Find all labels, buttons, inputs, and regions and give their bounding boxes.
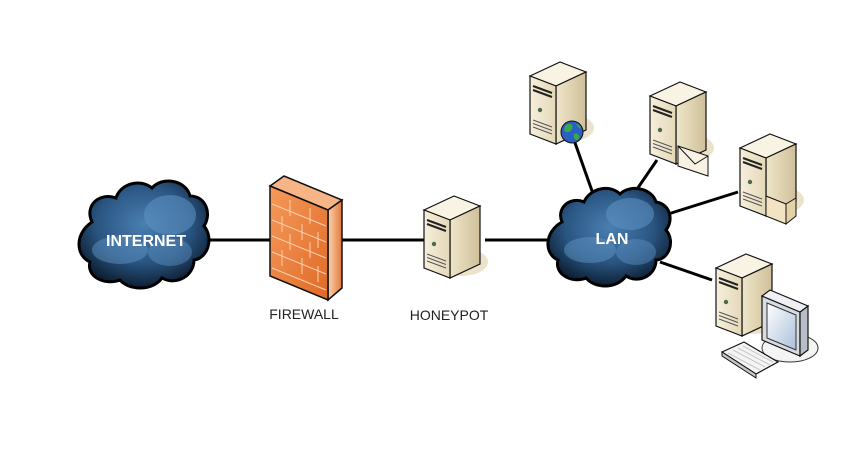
internet-cloud: INTERNET [77,179,211,290]
keyboard-icon [720,341,780,379]
envelope-icon [677,145,709,177]
lan-label: LAN [596,231,629,248]
firewall-icon [268,175,344,302]
firewall: FIREWALL [268,175,344,322]
folder-icon [765,195,797,226]
honeypot: HONEYPOT [410,195,489,323]
edge-lan-file-server [664,190,739,217]
honeypot-label: HONEYPOT [410,307,489,323]
internet-label: INTERNET [106,233,186,250]
edge-lan-workstation [659,260,713,282]
globe-icon [560,120,584,144]
workstation [715,253,819,379]
mail-server [649,81,715,177]
firewall-label: FIREWALL [269,306,339,322]
web-server [529,61,595,145]
file-server [739,133,805,226]
lan-cloud: LAN [546,186,672,288]
honeypot-server-icon [423,195,489,279]
monitor-icon [760,289,819,363]
